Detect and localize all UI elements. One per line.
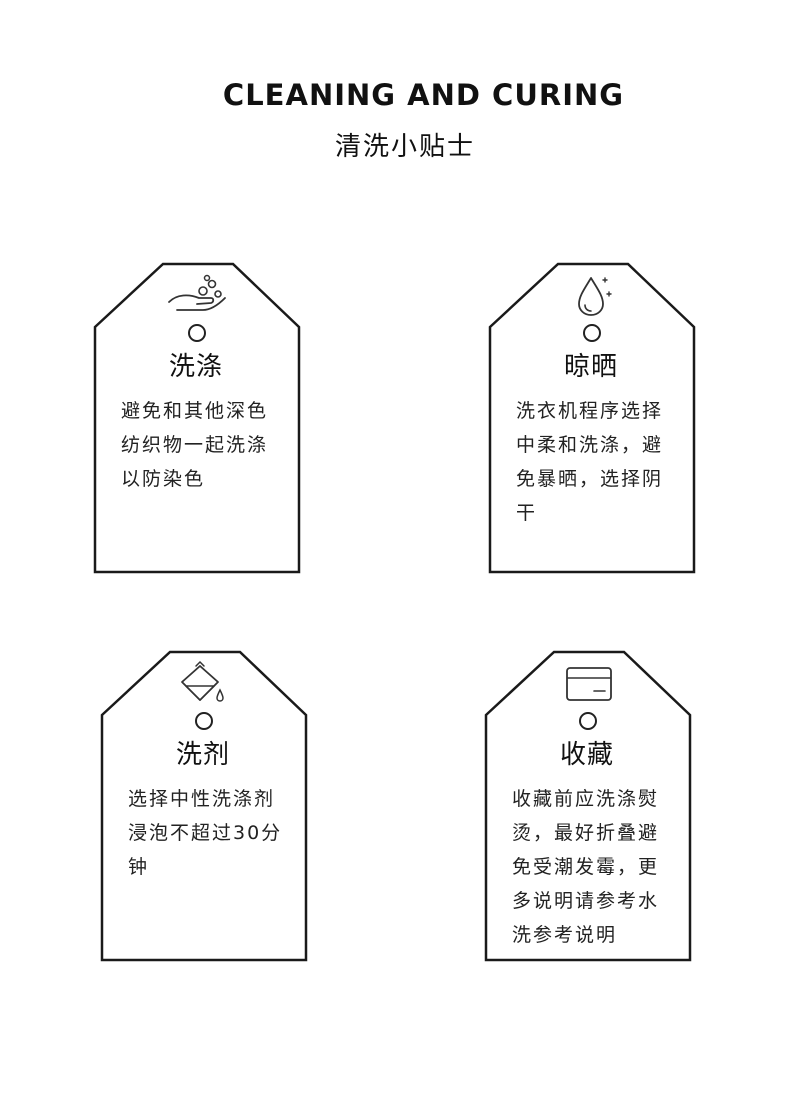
page-title-cn: 清洗小贴士 bbox=[334, 132, 475, 162]
page-title-en: CLEANING AND CURING bbox=[222, 78, 625, 112]
tag-hole bbox=[188, 324, 206, 342]
detergent-icon bbox=[181, 660, 224, 702]
washing-hand-icon bbox=[168, 274, 226, 311]
tag-outline bbox=[488, 262, 696, 574]
care-tag-storage: 收藏 收藏前应洗涤熨烫，最好折叠避免受潮发霉，更多说明请参考水洗参考说明 bbox=[484, 650, 694, 963]
water-drop-icon bbox=[578, 277, 612, 316]
tag-hole bbox=[195, 712, 213, 730]
tag-description: 洗衣机程序选择中柔和洗涤，避免暴晒，选择阴干 bbox=[516, 400, 664, 524]
care-tag-detergent: 洗剂 选择中性洗涤剂浸泡不超过30分钟 bbox=[100, 650, 310, 963]
tag-hole bbox=[583, 324, 601, 342]
tag-title: 晾晒 bbox=[563, 352, 618, 382]
tag-outline bbox=[484, 650, 692, 962]
tag-description: 收藏前应洗涤熨烫，最好折叠避免受潮发霉，更多说明请参考水洗参考说明 bbox=[512, 788, 660, 946]
tag-hole bbox=[579, 712, 597, 730]
tag-outline bbox=[100, 650, 308, 962]
care-tag-wash: 洗涤 避免和其他深色纺织物一起洗涤以防染色 bbox=[93, 262, 303, 575]
tag-description: 选择中性洗涤剂浸泡不超过30分钟 bbox=[128, 788, 283, 878]
tag-description: 避免和其他深色纺织物一起洗涤以防染色 bbox=[121, 400, 269, 490]
tag-outline bbox=[93, 262, 301, 574]
care-tag-dry: 晾晒 洗衣机程序选择中柔和洗涤，避免暴晒，选择阴干 bbox=[488, 262, 698, 575]
card-icon bbox=[566, 667, 612, 701]
tag-title: 洗涤 bbox=[168, 352, 223, 382]
tag-title: 洗剂 bbox=[175, 740, 230, 770]
tag-title: 收藏 bbox=[559, 740, 614, 770]
